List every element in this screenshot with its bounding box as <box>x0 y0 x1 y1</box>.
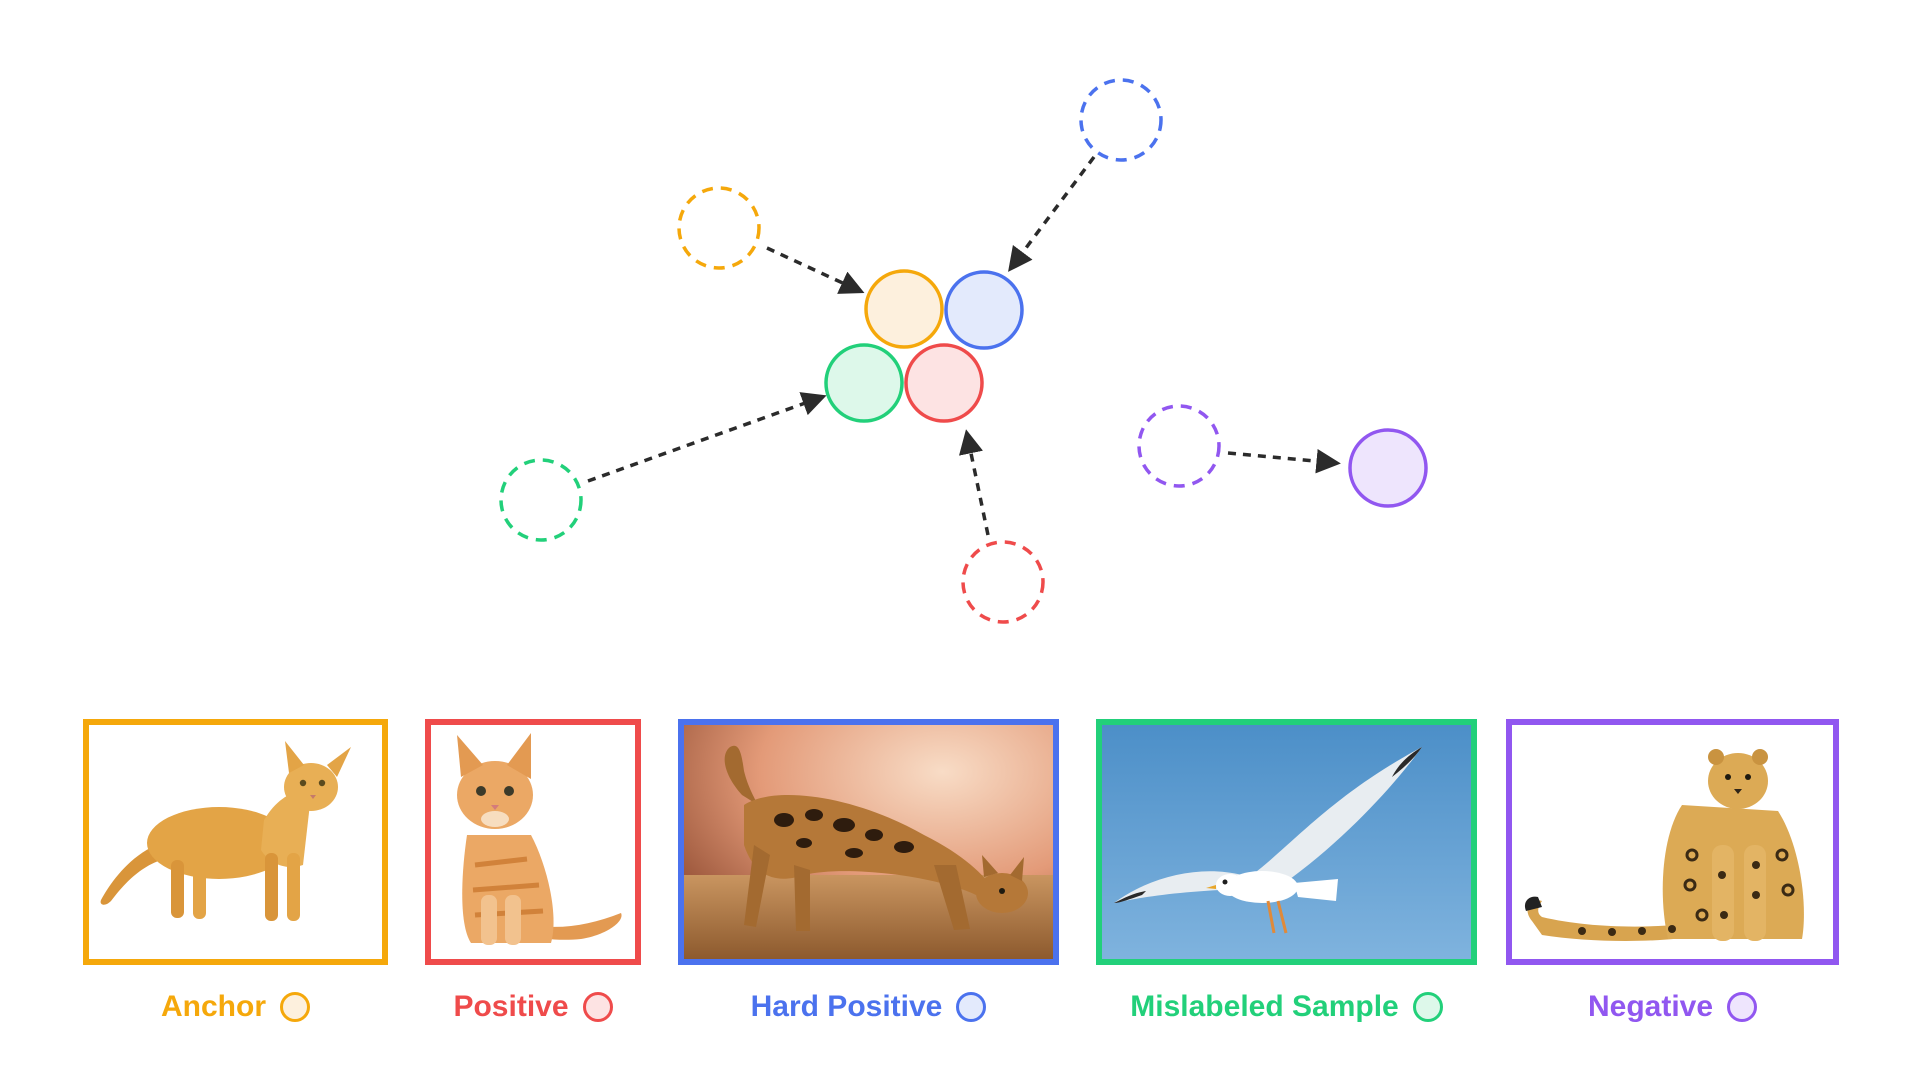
legend-anchor: Anchor <box>83 985 388 1029</box>
negative-arrow <box>1227 448 1341 474</box>
mislabeled-sample-image-card <box>1096 719 1477 965</box>
orange-cat-standing-photo-icon <box>89 725 382 959</box>
legend-negative: Negative <box>1506 985 1839 1029</box>
negative-origin-circle <box>1137 404 1221 488</box>
mislabeled-arrow <box>587 392 827 483</box>
positive-embedding-circle <box>904 343 984 423</box>
hard-positive-embedding-circle <box>944 270 1024 350</box>
hard-positive-origin-circle <box>1079 78 1163 162</box>
orange-kitten-sitting-photo-icon <box>431 725 635 959</box>
negative-image-card <box>1506 719 1839 965</box>
negative-embedding-circle <box>1348 428 1428 508</box>
legend-mislabeled-sample-label: Mislabeled Sample <box>1130 990 1399 1023</box>
legend-hard-positive: Hard Positive <box>678 985 1059 1029</box>
hard-positive-image-card <box>678 719 1059 965</box>
anchor-arrow <box>766 246 865 294</box>
bengal-cat-stalking-photo-icon <box>684 725 1053 959</box>
anchor-dot-icon <box>280 992 310 1022</box>
legend-mislabeled-sample: Mislabeled Sample <box>1096 985 1477 1029</box>
legend-positive-label: Positive <box>453 990 569 1023</box>
embedding-diagram <box>499 78 1428 624</box>
mislabeled-embedding-circle <box>824 343 904 423</box>
seagull-flying-photo-icon <box>1102 725 1471 959</box>
legend-hard-positive-label: Hard Positive <box>750 990 943 1023</box>
hard-positive-arrow <box>1008 155 1096 272</box>
mislabeled-origin-circle <box>499 458 583 542</box>
legend-anchor-label: Anchor <box>161 990 266 1023</box>
positive-image-card <box>425 719 641 965</box>
negative-dot-icon <box>1727 992 1758 1022</box>
legend-positive: Positive <box>425 985 641 1029</box>
leopard-sitting-photo-icon <box>1512 725 1833 959</box>
positive-arrow <box>958 429 990 536</box>
mislabeled-sample-dot-icon <box>1412 992 1443 1022</box>
hard-positive-dot-icon <box>956 992 987 1022</box>
anchor-image-card <box>83 719 388 965</box>
positive-dot-icon <box>582 992 613 1022</box>
anchor-origin-circle <box>677 186 761 270</box>
anchor-embedding-circle <box>864 269 944 349</box>
positive-origin-circle <box>961 540 1045 624</box>
legend-negative-label: Negative <box>1587 990 1714 1023</box>
